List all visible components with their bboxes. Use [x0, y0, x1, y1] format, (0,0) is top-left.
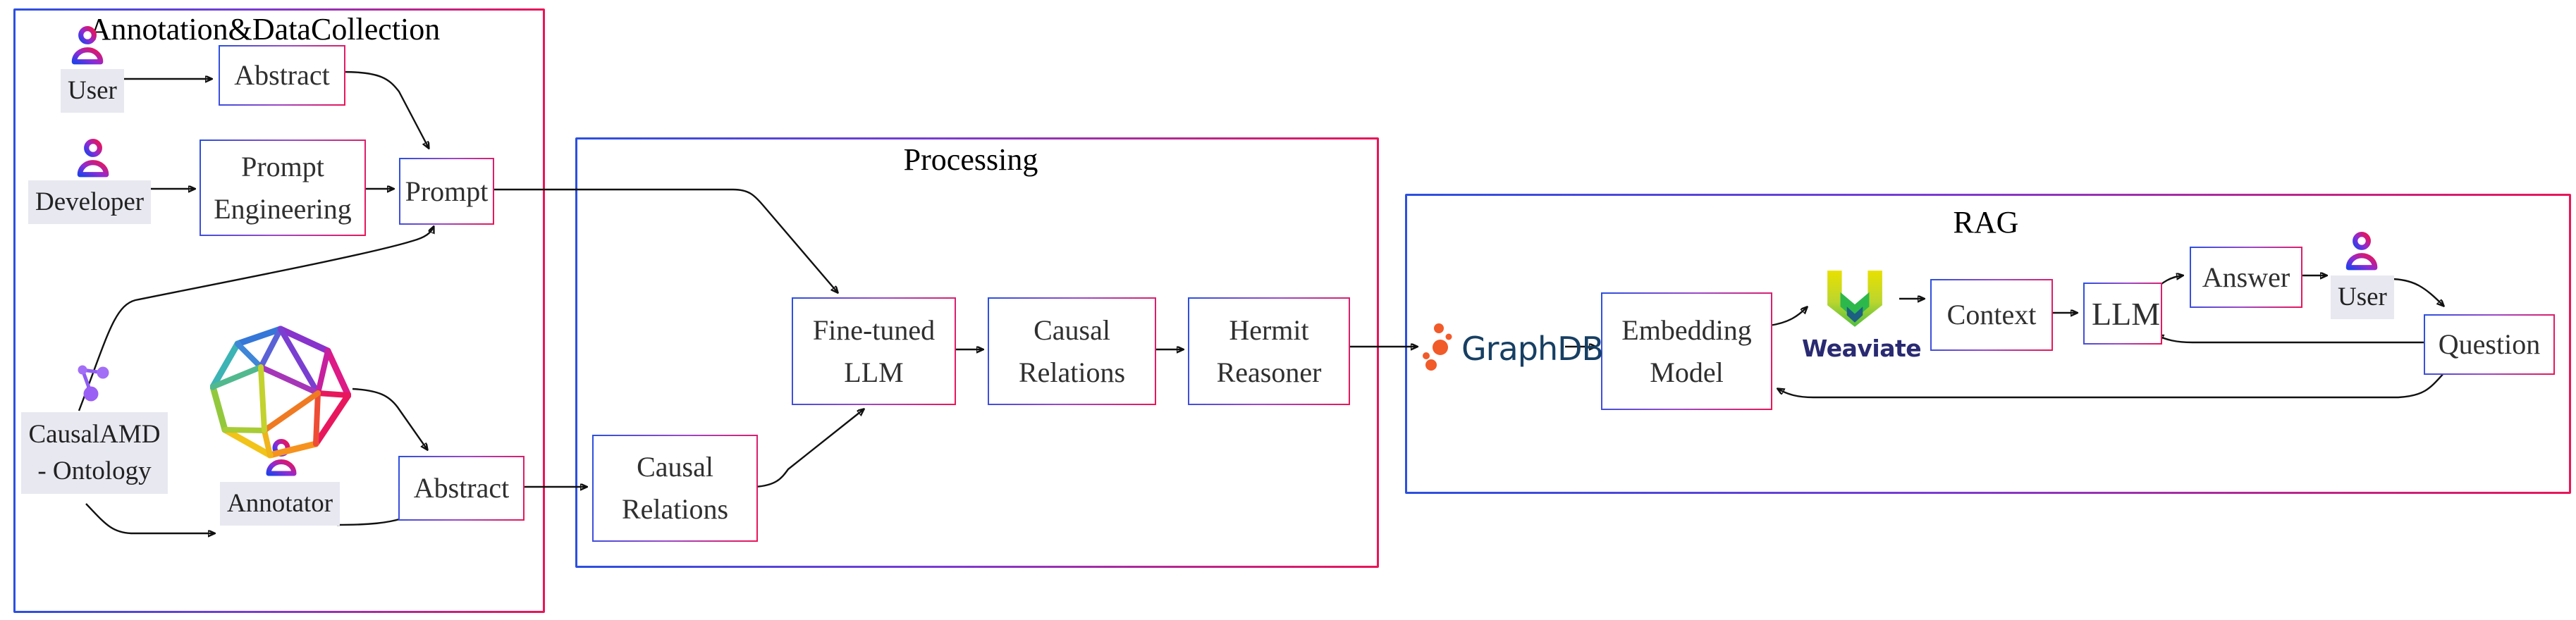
user-label: User	[61, 69, 124, 113]
graphdb-dots-icon	[1421, 323, 1456, 374]
user-person-icon	[68, 25, 106, 70]
graphdb-wordmark: GraphDB	[1461, 329, 1604, 368]
causal-relations-box-1: Causal Relations	[592, 435, 758, 542]
annotation-section-title: Annotation&DataCollection	[88, 12, 441, 46]
arrow-embedding-to-weaviate	[1769, 307, 1807, 327]
causal-relations-box-2: Causal Relations	[988, 297, 1156, 405]
question-box: Question	[2424, 314, 2555, 375]
arrow-causalamd-to-prompt	[78, 227, 434, 411]
processing-section-title: Processing	[903, 142, 1038, 177]
prompt-engineering-box: Prompt Engineering	[200, 140, 366, 236]
rag-user-label: User	[2331, 275, 2394, 319]
hermit-reasoner-box: Hermit Reasoner	[1188, 297, 1350, 405]
causalamd-ontology-label: CausalAMD - Ontology	[21, 412, 168, 494]
arrow-causalrelations-to-finetunedllm	[754, 409, 864, 488]
rag-section-title: RAG	[1953, 205, 2019, 240]
abstract-box-1: Abstract	[219, 45, 345, 106]
annotator-label: Annotator	[220, 482, 341, 526]
abstract-box-2: Abstract	[398, 456, 525, 521]
arrow-prompt-to-finetunedllm	[491, 188, 838, 292]
ontology-share-icon	[73, 362, 113, 408]
prompt-box: Prompt	[399, 158, 494, 225]
arrow-question-to-embedding	[1778, 371, 2446, 399]
arrow-abstract-to-prompt	[342, 70, 429, 148]
arrow-user-to-question	[2389, 278, 2443, 306]
developer-person-icon	[73, 138, 111, 182]
weaviate-logo: Weaviate	[1802, 268, 1922, 362]
protege-ontology-logo	[209, 325, 352, 464]
developer-label: Developer	[28, 180, 152, 224]
arrow-causalamd-to-annotator	[85, 503, 214, 533]
arrow-ontologylogo-to-abstract2	[352, 388, 427, 450]
fine-tuned-llm-box: Fine-tuned LLM	[792, 297, 956, 405]
embedding-model-box: Embedding Model	[1601, 292, 1772, 410]
graphdb-logo: GraphDB	[1421, 323, 1604, 374]
answer-box: Answer	[2190, 247, 2302, 308]
llm-box: LLM	[2083, 283, 2162, 345]
context-box: Context	[1930, 279, 2053, 351]
rag-user-person-icon	[2342, 231, 2380, 275]
weaviate-wordmark: Weaviate	[1802, 335, 1922, 362]
arrow-question-to-llm	[2157, 335, 2424, 344]
weaviate-w-icon	[1818, 271, 1891, 333]
